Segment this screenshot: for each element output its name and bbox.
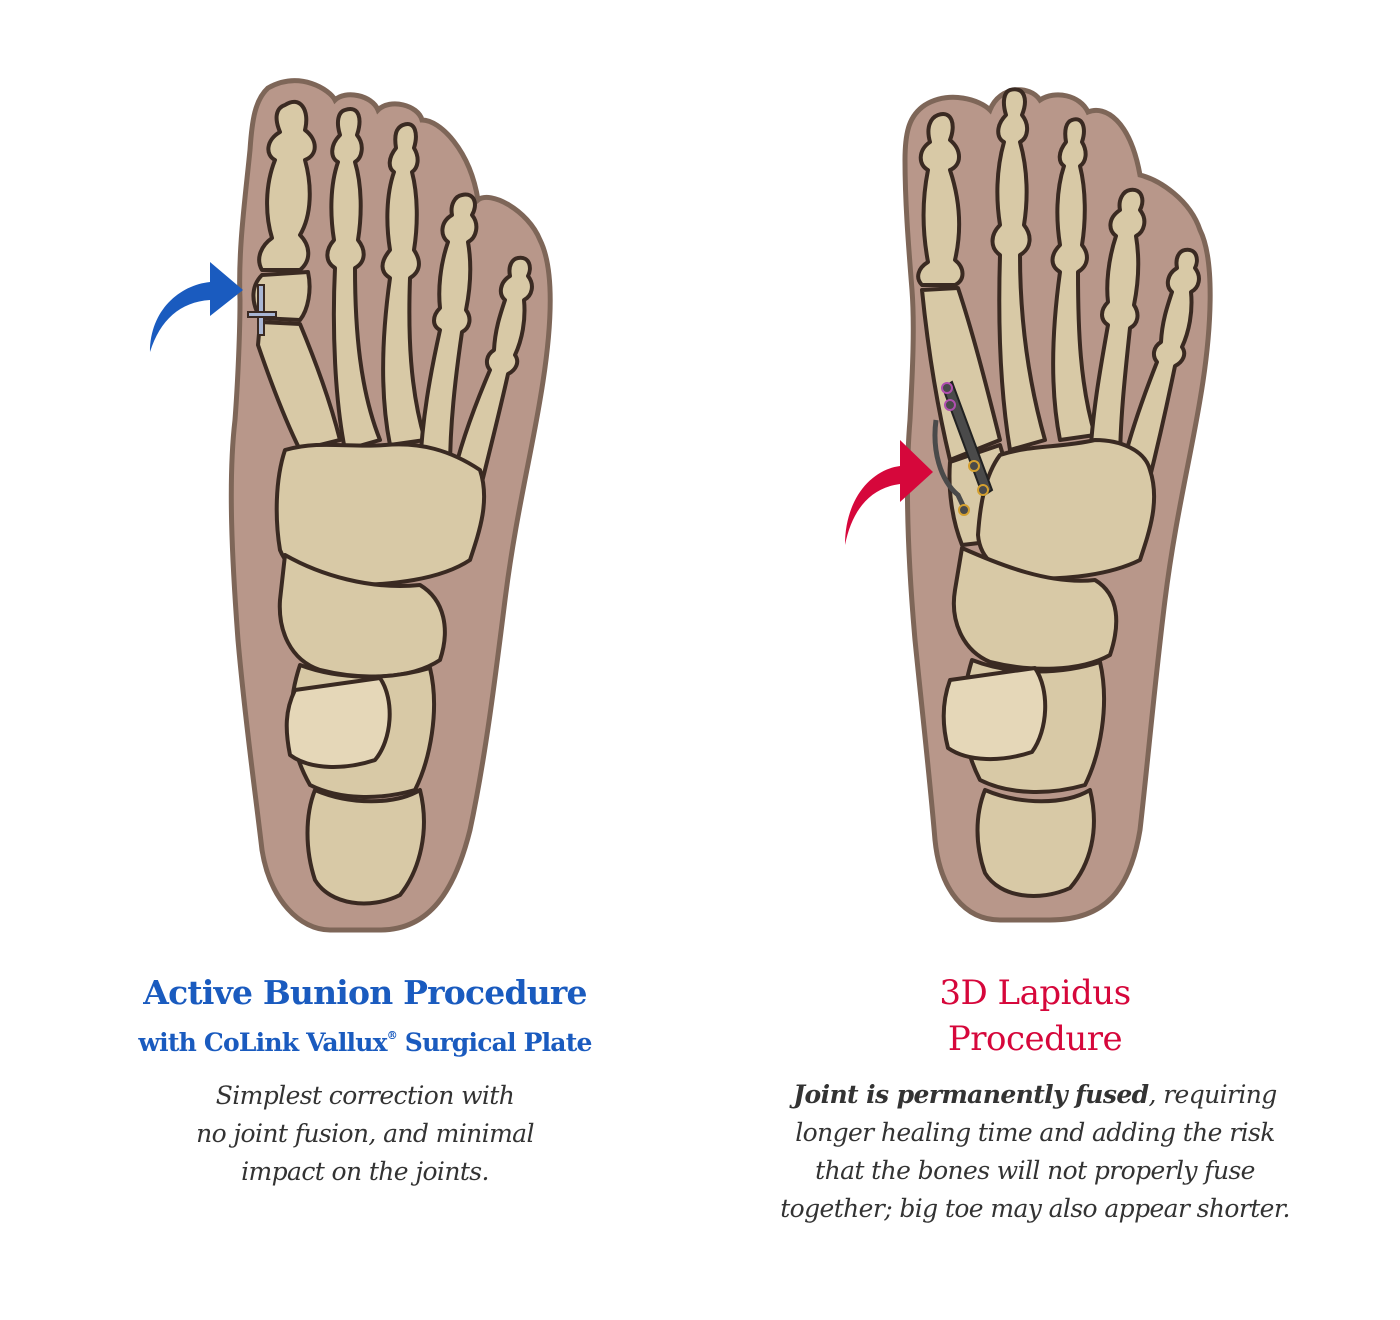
foot-bones	[251, 99, 534, 906]
curved-arrow-right-icon	[845, 440, 933, 545]
active-bunion-caption: Active Bunion Procedure with CoLink Vall…	[80, 970, 650, 1191]
description-emphasis: Joint is permanently fused	[793, 1080, 1149, 1109]
foot-bones	[916, 87, 1201, 898]
description-line: together; big toe may also appear shorte…	[780, 1194, 1290, 1223]
description-text: , requiring	[1148, 1080, 1278, 1109]
description-line: Simplest correction with	[215, 1081, 515, 1110]
procedure-subtitle: with CoLink Vallux® Surgical Plate	[80, 1016, 650, 1063]
procedure-description: Joint is permanently fused, requiring lo…	[720, 1076, 1350, 1228]
description-line: longer healing time and adding the risk	[795, 1118, 1275, 1147]
active-bunion-panel: Active Bunion Procedure with CoLink Vall…	[80, 78, 650, 1191]
description-line: Joint is permanently fused, requiring	[720, 1076, 1350, 1114]
lapidus-panel: 3D Lapidus Procedure Joint is permanentl…	[700, 0, 1400, 1320]
description-line: no joint fusion, and minimal	[196, 1119, 534, 1148]
curved-arrow-right-icon	[150, 262, 243, 352]
colink-plate-implant	[247, 284, 277, 336]
registered-mark: ®	[386, 1029, 398, 1042]
foot-illustration-active-bunion	[150, 78, 553, 933]
description-line: that the bones will not properly fuse	[815, 1156, 1255, 1185]
subtitle-text: with CoLink Vallux	[138, 1028, 387, 1057]
description-line: impact on the joints.	[241, 1157, 489, 1186]
procedure-title-line2: Procedure	[947, 1019, 1123, 1059]
subtitle-text-end: Surgical Plate	[396, 1028, 593, 1057]
procedure-title: Active Bunion Procedure	[143, 973, 587, 1012]
procedure-title: 3D Lapidus	[939, 973, 1131, 1013]
lapidus-caption: 3D Lapidus Procedure Joint is permanentl…	[720, 970, 1350, 1228]
foot-illustration-lapidus	[845, 87, 1213, 923]
procedure-description: Simplest correction with no joint fusion…	[80, 1077, 650, 1191]
lapidus-plate-implant	[932, 380, 994, 516]
